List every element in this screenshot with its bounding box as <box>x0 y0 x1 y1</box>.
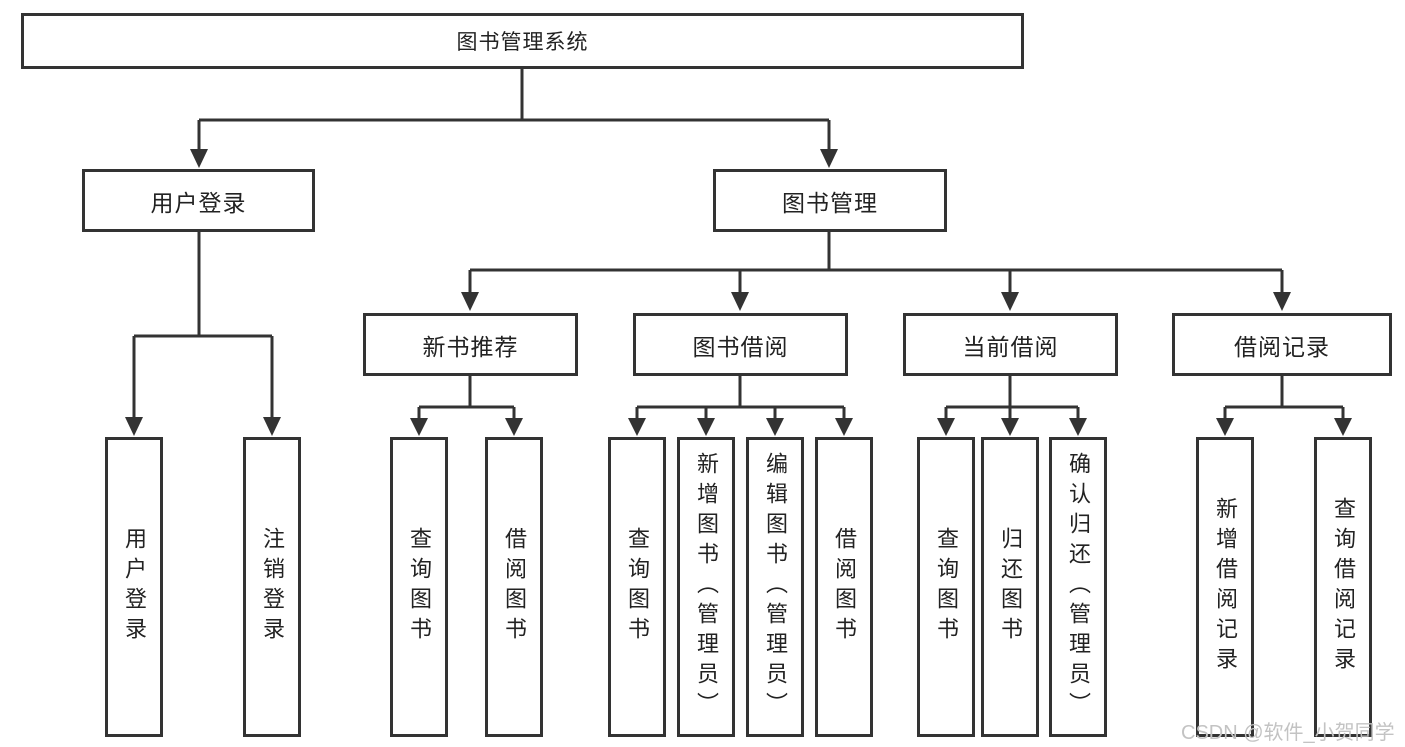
arrowhead <box>1001 418 1019 436</box>
leaf-label: 借阅图书 <box>832 527 857 647</box>
leaf-label: 新增借阅记录 <box>1213 497 1238 677</box>
node-label: 用户登录 <box>150 189 247 216</box>
connector-book-borrow-group <box>635 376 846 420</box>
leaf-query-borrow-record: 查询借阅记录 <box>1314 437 1372 737</box>
leaf-label: 用户登录 <box>122 527 147 647</box>
node-book-management: 图书管理 <box>713 169 947 232</box>
leaf-label: 确认归还（管理员） <box>1066 452 1091 722</box>
node-label: 当前借阅 <box>962 333 1059 360</box>
arrowhead <box>1273 292 1291 311</box>
leaf-query-books-recommend: 查询图书 <box>390 437 448 737</box>
node-new-book-recommend: 新书推荐 <box>363 313 578 376</box>
arrowhead <box>1069 418 1087 436</box>
node-label: 图书管理 <box>782 189 878 216</box>
arrowhead <box>505 418 523 436</box>
arrowhead <box>628 418 646 436</box>
arrowhead <box>731 292 749 311</box>
leaf-query-books-current: 查询图书 <box>917 437 975 737</box>
node-label: 新书推荐 <box>422 333 519 360</box>
leaf-label: 查询借阅记录 <box>1331 497 1356 677</box>
arrowhead <box>125 417 143 436</box>
leaf-label: 归还图书 <box>998 527 1023 647</box>
arrowhead <box>1334 418 1352 436</box>
leaf-label: 查询图书 <box>625 527 650 647</box>
arrowhead <box>937 418 955 436</box>
leaf-label: 查询图书 <box>934 527 959 647</box>
leaf-confirm-return-admin: 确认归还（管理员） <box>1049 437 1107 737</box>
arrowhead <box>697 418 715 436</box>
arrowhead <box>1001 292 1019 311</box>
leaf-label: 查询图书 <box>407 527 432 647</box>
arrowhead <box>410 418 428 436</box>
node-user-login: 用户登录 <box>82 169 315 232</box>
node-label: 图书管理系统 <box>456 31 589 54</box>
node-label: 图书借阅 <box>692 333 789 360</box>
arrowhead <box>190 149 208 168</box>
leaf-add-borrow-record: 新增借阅记录 <box>1196 437 1254 737</box>
leaf-logout: 注销登录 <box>243 437 301 737</box>
node-book-borrow: 图书借阅 <box>633 313 848 376</box>
connector-book-management-group <box>468 232 1284 294</box>
leaf-borrow-books-recommend: 借阅图书 <box>485 437 543 737</box>
connector-current-borrow-group <box>944 376 1080 420</box>
arrowhead <box>766 418 784 436</box>
csdn-watermark: CSDN @软件_小贺同学 <box>1181 722 1395 744</box>
arrowhead <box>820 149 838 168</box>
leaf-user-login: 用户登录 <box>105 437 163 737</box>
leaf-edit-books-admin: 编辑图书（管理员） <box>746 437 804 737</box>
leaf-return-books: 归还图书 <box>981 437 1039 737</box>
node-current-borrow: 当前借阅 <box>903 313 1118 376</box>
leaf-add-books-admin: 新增图书（管理员） <box>677 437 735 737</box>
leaf-borrow-books: 借阅图书 <box>815 437 873 737</box>
leaf-label: 新增图书（管理员） <box>694 452 719 722</box>
arrowhead <box>263 417 281 436</box>
connector-root-to-level2 <box>197 68 831 151</box>
leaf-query-books-borrow: 查询图书 <box>608 437 666 737</box>
leaf-label: 注销登录 <box>260 527 285 647</box>
connector-new-book-group <box>417 376 516 420</box>
arrowhead <box>835 418 853 436</box>
connector-user-login-group <box>132 232 274 419</box>
connector-borrow-records-group <box>1223 376 1345 420</box>
node-label: 借阅记录 <box>1234 333 1330 360</box>
leaf-label: 编辑图书（管理员） <box>763 452 788 722</box>
node-root-library-system: 图书管理系统 <box>21 13 1024 69</box>
arrowhead <box>461 292 479 311</box>
leaf-label: 借阅图书 <box>502 527 527 647</box>
arrowhead <box>1216 418 1234 436</box>
node-borrow-records: 借阅记录 <box>1172 313 1392 376</box>
